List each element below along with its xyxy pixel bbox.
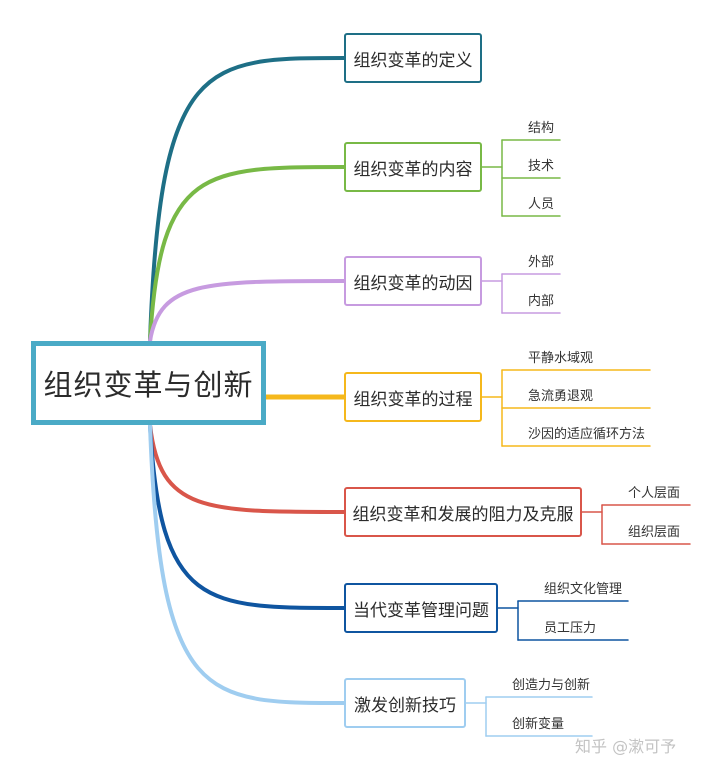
branch-innovation-techniques[interactable]: 激发创新技巧: [344, 678, 466, 728]
branch-contemporary-issues[interactable]: 当代变革管理问题: [344, 583, 498, 633]
branch-drivers[interactable]: 组织变革的动因: [344, 256, 482, 306]
leaf-individual-level[interactable]: 个人层面: [628, 486, 681, 501]
leaf-creativity-innovation[interactable]: 创造力与创新: [512, 678, 591, 693]
branch-resistance[interactable]: 组织变革和发展的阻力及克服: [344, 487, 582, 537]
leaf-external[interactable]: 外部: [528, 255, 555, 270]
leaf-internal[interactable]: 内部: [528, 294, 555, 309]
leaf-schein-cycle[interactable]: 沙因的适应循环方法: [528, 427, 646, 442]
leaf-structure[interactable]: 结构: [528, 121, 555, 136]
leaf-people[interactable]: 人员: [528, 197, 555, 212]
leaf-white-water[interactable]: 急流勇退观: [528, 389, 594, 404]
connector-b7: [148, 423, 346, 705]
connector-b1: [148, 56, 346, 343]
leaf-calm-waters[interactable]: 平静水域观: [528, 351, 594, 366]
root-node[interactable]: 组织变革与创新: [31, 341, 266, 425]
leaf-innovation-variables[interactable]: 创新变量: [512, 717, 565, 732]
branch-definition[interactable]: 组织变革的定义: [344, 33, 482, 83]
connector-b3: [148, 279, 346, 343]
leaf-organization-level[interactable]: 组织层面: [628, 525, 681, 540]
leaf-technology[interactable]: 技术: [528, 159, 555, 174]
connector-b5: [148, 423, 346, 514]
connector-b2: [148, 165, 346, 343]
leaf-employee-stress[interactable]: 员工压力: [544, 621, 597, 636]
branch-content[interactable]: 组织变革的内容: [344, 142, 482, 192]
branch-process[interactable]: 组织变革的过程: [344, 372, 482, 422]
watermark: 知乎 @漱可予: [575, 737, 677, 756]
leaf-culture-management[interactable]: 组织文化管理: [544, 582, 623, 597]
connector-b6: [148, 423, 346, 610]
